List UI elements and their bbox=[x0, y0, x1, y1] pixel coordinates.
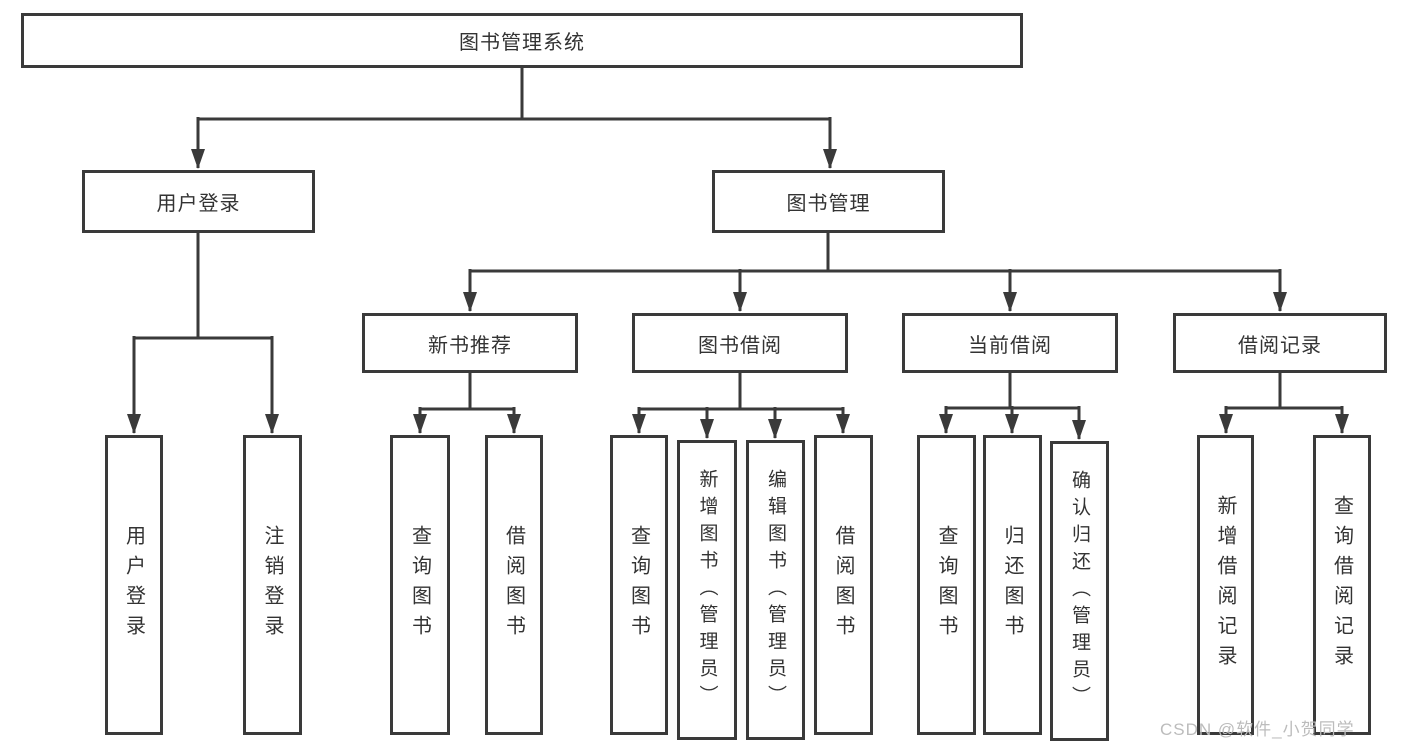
node-label: 查询图书 bbox=[627, 525, 650, 645]
leaf-confirm-return-admin: 确认归还（管理员） bbox=[1050, 441, 1109, 741]
node-user-login-branch: 用户登录 bbox=[82, 170, 315, 233]
leaf-user-login: 用户登录 bbox=[105, 435, 163, 735]
csdn-watermark: CSDN @软件_小贺同学 bbox=[1160, 720, 1355, 739]
node-root: 图书管理系统 bbox=[21, 13, 1023, 68]
leaf-borrow-book: 借阅图书 bbox=[814, 435, 873, 735]
leaf-query-borrow-record: 查询借阅记录 bbox=[1313, 435, 1371, 735]
node-borrow-records: 借阅记录 bbox=[1173, 313, 1387, 373]
leaf-return-book: 归还图书 bbox=[983, 435, 1042, 735]
leaf-borrow-book-recommend: 借阅图书 bbox=[485, 435, 543, 735]
node-label: 新增图书（管理员） bbox=[696, 468, 718, 712]
leaf-query-book-borrow: 查询图书 bbox=[610, 435, 668, 735]
node-label: 查询图书 bbox=[408, 525, 431, 645]
node-label: 确认归还（管理员） bbox=[1069, 469, 1090, 713]
node-label: 图书管理系统 bbox=[459, 32, 585, 54]
node-new-book-recommend: 新书推荐 bbox=[362, 313, 578, 373]
node-label: 用户登录 bbox=[156, 193, 241, 215]
node-book-borrow: 图书借阅 bbox=[632, 313, 848, 373]
node-label: 用户登录 bbox=[122, 525, 145, 645]
leaf-logout: 注销登录 bbox=[243, 435, 302, 735]
node-label: 借阅记录 bbox=[1238, 334, 1322, 357]
node-label: 新增借阅记录 bbox=[1214, 495, 1236, 675]
node-label: 借阅图书 bbox=[832, 525, 854, 645]
leaf-edit-book-admin: 编辑图书（管理员） bbox=[746, 440, 805, 740]
node-label: 图书借阅 bbox=[698, 334, 782, 357]
node-label: 图书管理 bbox=[786, 193, 871, 215]
node-label: 借阅图书 bbox=[502, 525, 525, 645]
node-label: 归还图书 bbox=[1001, 525, 1023, 645]
node-label: 注销登录 bbox=[261, 525, 283, 645]
node-label: 编辑图书（管理员） bbox=[765, 468, 786, 712]
node-label: 当前借阅 bbox=[968, 334, 1052, 357]
node-label: 查询借阅记录 bbox=[1330, 495, 1353, 675]
leaf-add-borrow-record: 新增借阅记录 bbox=[1197, 435, 1254, 735]
node-label: 查询图书 bbox=[935, 525, 957, 645]
leaf-query-book-current: 查询图书 bbox=[917, 435, 976, 735]
leaf-add-book-admin: 新增图书（管理员） bbox=[677, 440, 737, 740]
node-label: 新书推荐 bbox=[428, 334, 512, 357]
node-book-management-branch: 图书管理 bbox=[712, 170, 945, 233]
leaf-query-book-recommend: 查询图书 bbox=[390, 435, 450, 735]
node-current-borrow: 当前借阅 bbox=[902, 313, 1118, 373]
